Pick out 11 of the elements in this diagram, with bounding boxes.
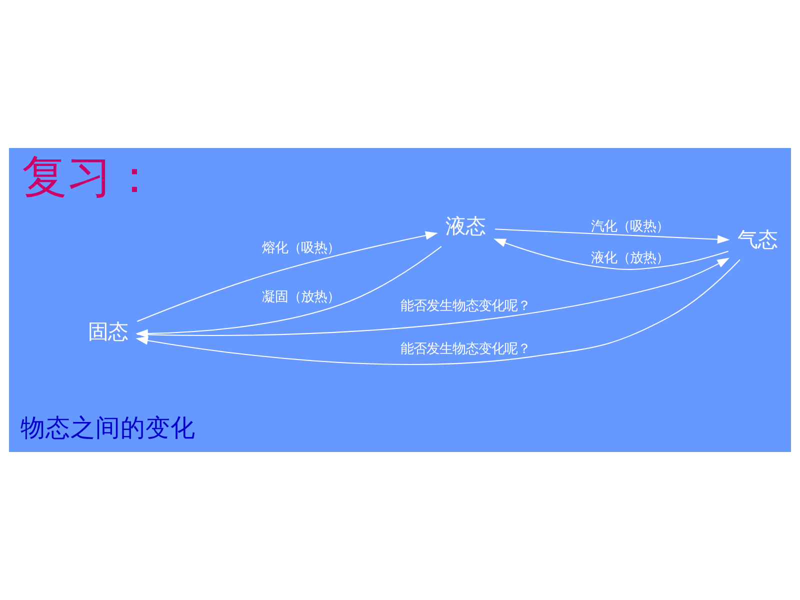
edge-label: 能否发生物态变化呢？ [400,299,531,314]
edge-label: 熔化（吸热） [262,240,340,256]
edge-label: 液化（放热） [590,251,669,266]
edge-label: 凝固（放热） [262,290,340,305]
node-text: 气态 [738,227,778,252]
diagram-title: 复习： [22,150,157,204]
label: 物态之间的变化 [20,412,196,442]
edge-label: 能否发生物态变化呢？ [400,342,531,358]
node-text: 固态 [88,319,128,344]
edge-label: 汽化（吸热） [590,219,669,234]
node-text: 液态 [446,214,486,238]
